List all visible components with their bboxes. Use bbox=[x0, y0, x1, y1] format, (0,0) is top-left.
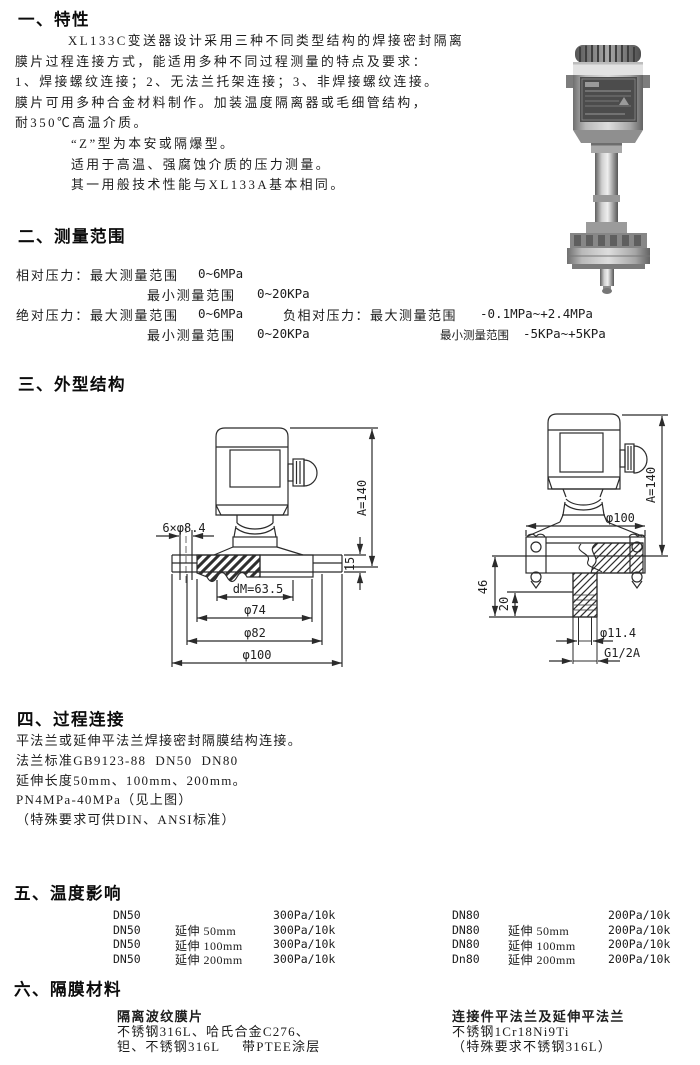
table-cell: 200Pa/10k bbox=[608, 937, 671, 951]
materials-right-line: 不锈钢1Cr18Ni9Ti bbox=[452, 1024, 570, 1039]
negative-pressure-max: -0.1MPa~+2.4MPa bbox=[480, 306, 593, 321]
process-line: PN4MPa-40MPa（见上图） bbox=[16, 792, 193, 808]
absolute-pressure-min: 0~20KPa bbox=[257, 326, 310, 341]
table-cell: DN50 bbox=[113, 937, 141, 951]
features-line: 其一用般技术性能与XL133A基本相同。 bbox=[71, 178, 346, 193]
table-cell: 300Pa/10k bbox=[273, 951, 336, 966]
table-cell: DN80 bbox=[452, 922, 480, 937]
outline-drawing-left: 6×φ8.4 dM=63.5 φ74 φ82 φ100 A=140 15 bbox=[156, 427, 378, 667]
process-line: 延伸长度50mm、100mm、200mm。 bbox=[16, 772, 247, 788]
table-cell: 200Pa/10k bbox=[608, 951, 671, 966]
dim-74: φ74 bbox=[244, 603, 266, 617]
features-line: 耐350℃高温介质。 bbox=[15, 116, 149, 131]
table-cell: 200Pa/10k bbox=[608, 908, 671, 922]
dim-dm: dM=63.5 bbox=[233, 582, 284, 596]
materials-right-title: 连接件平法兰及延伸平法兰 bbox=[452, 1009, 625, 1024]
materials-left-title: 隔离波纹膜片 bbox=[117, 1009, 204, 1024]
process-line: （特殊要求可供DIN、ANSI标准） bbox=[16, 812, 236, 828]
min-range-label: 最小测量范围 bbox=[147, 288, 236, 303]
outline-drawing-right: A=140 φ100 46 20 φ11.4 G1/2A bbox=[476, 413, 668, 665]
table-cell: DN80 bbox=[452, 937, 480, 951]
relative-pressure-max: 0~6MPa bbox=[198, 266, 244, 281]
transmitter-photo-shapes bbox=[566, 45, 650, 294]
table-cell: DN50 bbox=[113, 908, 141, 922]
absolute-pressure-max: 0~6MPa bbox=[198, 306, 244, 321]
relative-pressure-label: 相对压力：最大测量范围 bbox=[16, 268, 179, 283]
section-5-heading: 五、温度影响 bbox=[14, 885, 122, 903]
negative-pressure-min: -5KPa~+5KPa bbox=[523, 326, 606, 341]
table-cell: DN50 bbox=[113, 922, 141, 937]
dim-holes: 6×φ8.4 bbox=[162, 521, 205, 535]
table-cell: Dn80 bbox=[452, 951, 480, 966]
table-cell: 200Pa/10k bbox=[608, 922, 671, 937]
dim-thread: G1/2A bbox=[604, 646, 641, 660]
negative-pressure-label: 负相对压力：最大测量范围 bbox=[283, 308, 458, 323]
materials-right-line: （特殊要求不锈钢316L） bbox=[452, 1039, 613, 1054]
dim-a140: A=140 bbox=[644, 467, 658, 503]
section-1-heading: 一、特性 bbox=[18, 11, 90, 29]
table-cell: 延伸 200mm bbox=[175, 953, 243, 967]
relative-pressure-min: 0~20KPa bbox=[257, 286, 310, 301]
section-6-heading: 六、隔膜材料 bbox=[14, 981, 122, 999]
dim-11-4: φ11.4 bbox=[600, 626, 636, 640]
features-line: 膜片可用多种合金材料制作。加装温度隔离器或毛细管结构， bbox=[15, 95, 429, 110]
table-cell: 延伸 200mm bbox=[508, 953, 576, 967]
dim-15: 15 bbox=[343, 557, 357, 571]
product-photo bbox=[566, 45, 650, 294]
dim-100: φ100 bbox=[606, 511, 635, 525]
table-cell: 延伸 100mm bbox=[508, 938, 576, 953]
left-drawing-geometry bbox=[156, 427, 378, 667]
dim-46: 46 bbox=[476, 580, 490, 594]
min-range-label: 最小测量范围 bbox=[440, 330, 509, 342]
section-4-heading: 四、过程连接 bbox=[17, 711, 125, 729]
features-line: 膜片过程连接方式，能适用多种不同过程测量的特点及要求： bbox=[15, 54, 429, 69]
dim-100: φ100 bbox=[243, 648, 272, 662]
dim-82: φ82 bbox=[244, 626, 266, 640]
features-line: 1、焊接螺纹连接；2、无法兰托架连接；3、非焊接螺纹连接。 bbox=[15, 75, 440, 90]
table-cell: 延伸 100mm bbox=[175, 938, 243, 953]
process-line: 法兰标准GB9123-88 DN50 DN80 bbox=[16, 752, 239, 768]
min-range-label: 最小测量范围 bbox=[147, 328, 236, 343]
process-line: 平法兰或延伸平法兰焊接密封隔膜结构连接。 bbox=[16, 733, 303, 748]
right-drawing-geometry bbox=[489, 413, 668, 665]
table-cell: 延伸 50mm bbox=[508, 924, 570, 938]
section-1-paragraph: XL133C变送器设计采用三种不同类型结构的焊接密封隔离膜片过程连接方式，能适用… bbox=[15, 31, 464, 196]
table-cell: 300Pa/10k bbox=[273, 908, 336, 922]
features-line: “Z”型为本安或隔爆型。 bbox=[71, 136, 236, 151]
table-cell: 延伸 50mm bbox=[175, 924, 237, 938]
section-4-paragraph: 平法兰或延伸平法兰焊接密封隔膜结构连接。法兰标准GB9123-88 DN50 D… bbox=[16, 731, 302, 830]
dim-a140: A=140 bbox=[355, 480, 369, 516]
section-3-heading: 三、外型结构 bbox=[18, 376, 126, 394]
table-cell: 300Pa/10k bbox=[273, 922, 336, 937]
section-2-heading: 二、测量范围 bbox=[18, 228, 126, 246]
table-cell: DN80 bbox=[452, 908, 480, 922]
materials-left-line: 钽、不锈钢316L 带PTEE涂层 bbox=[117, 1039, 321, 1054]
right-drawing-labels: A=140 φ100 46 20 φ11.4 G1/2A bbox=[476, 467, 658, 660]
table-cell: DN50 bbox=[113, 951, 141, 966]
table-cell: 300Pa/10k bbox=[273, 937, 336, 951]
left-drawing-labels: 6×φ8.4 dM=63.5 φ74 φ82 φ100 A=140 15 bbox=[162, 480, 369, 662]
dim-20: 20 bbox=[497, 597, 511, 611]
materials-left-line: 不锈钢316L、哈氏合金C276、 bbox=[117, 1024, 311, 1039]
absolute-pressure-label: 绝对压力：最大测量范围 bbox=[16, 308, 179, 323]
features-line: XL133C变送器设计采用三种不同类型结构的焊接密封隔离 bbox=[68, 34, 465, 48]
features-line: 适用于高温、强腐蚀介质的压力测量。 bbox=[71, 157, 332, 172]
